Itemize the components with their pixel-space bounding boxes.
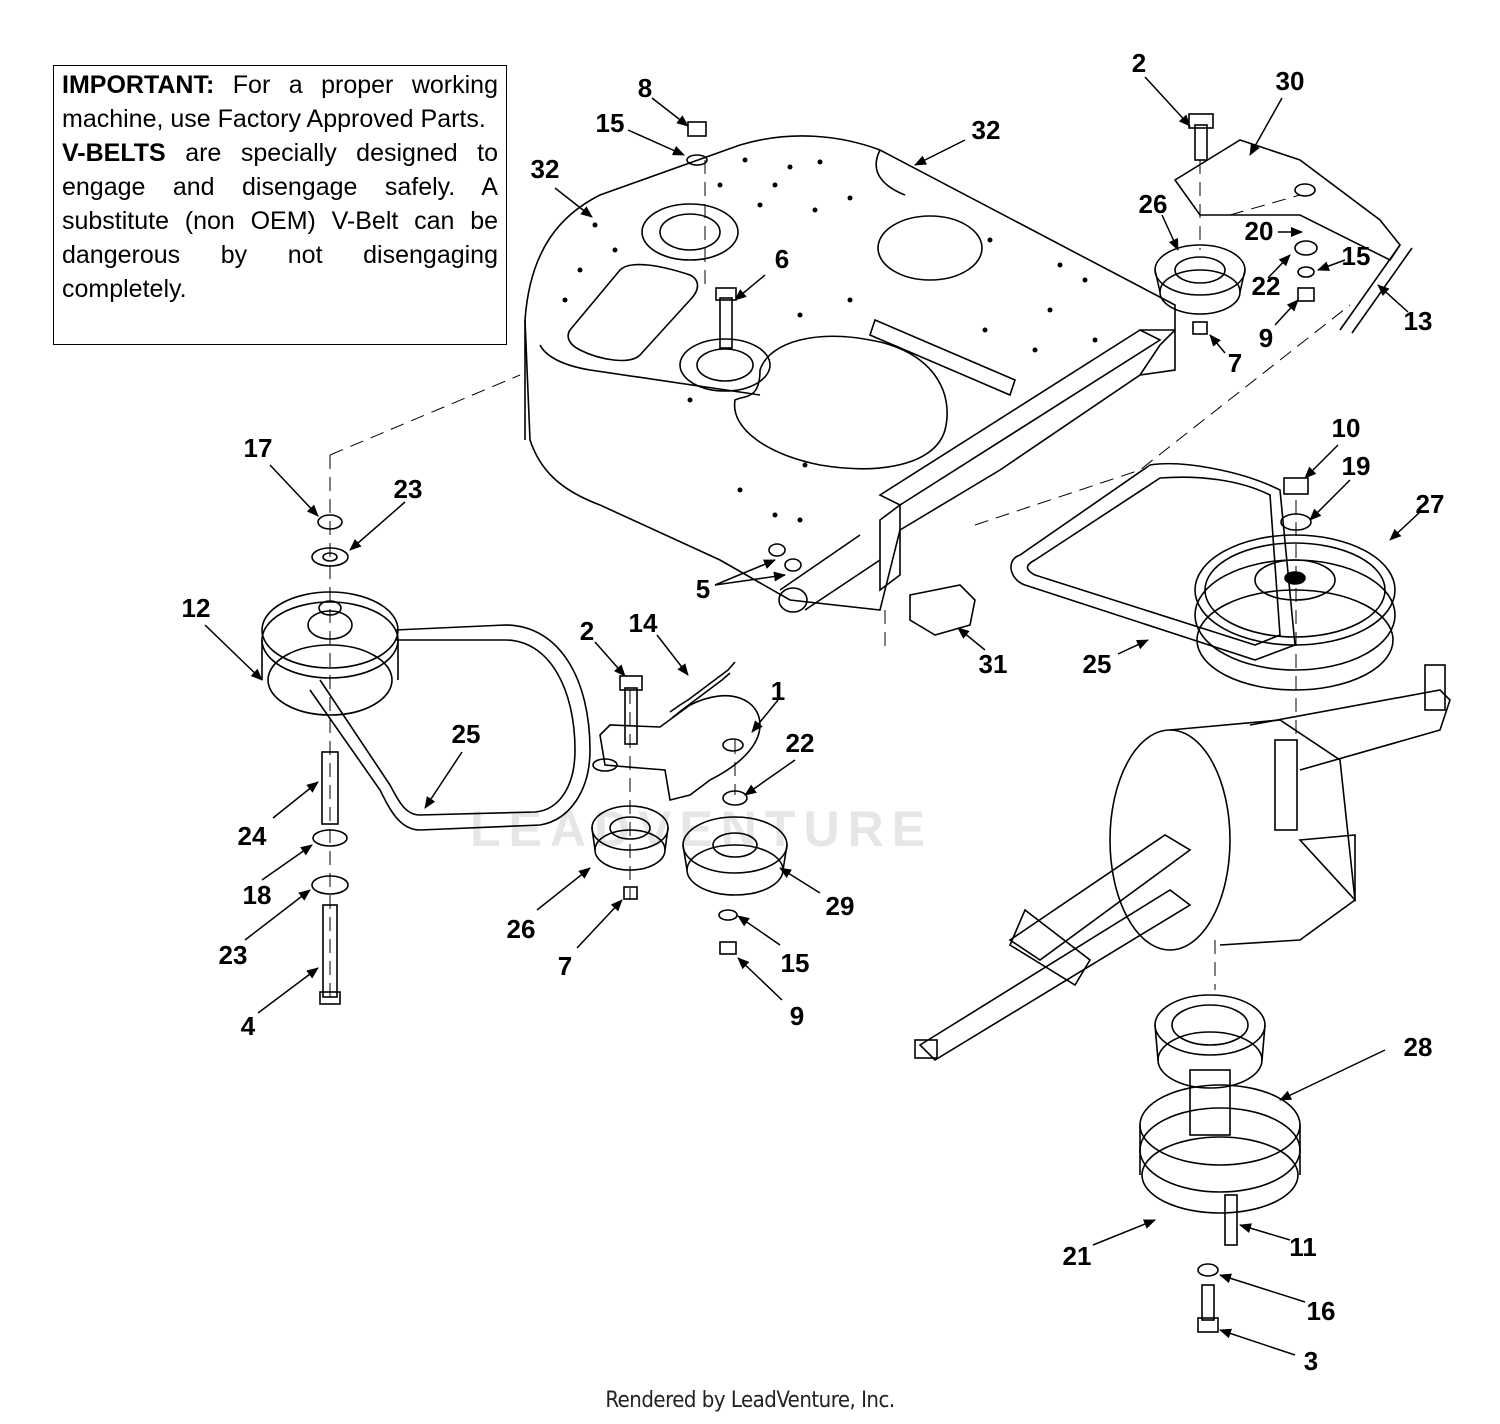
pulley-27 (1194, 477, 1396, 691)
bracket-31 (909, 584, 976, 636)
transaxle (914, 664, 1451, 1062)
deck-holes (562, 157, 1098, 523)
callout-25-left: 25 (452, 719, 481, 749)
callout-22-idler: 22 (786, 728, 815, 758)
leader-lines (204, 76, 1421, 1356)
callout-29: 29 (826, 891, 855, 921)
callout-15-top: 15 (596, 108, 625, 138)
assembly-lines (329, 160, 1351, 1000)
callout-3: 3 (1304, 1346, 1318, 1376)
callout-1: 1 (771, 676, 785, 706)
callout-23-bottom: 23 (219, 940, 248, 970)
callout-25-right: 25 (1083, 649, 1112, 679)
callout-7-lower: 7 (558, 951, 572, 981)
pulley-28 (1139, 994, 1301, 1333)
spring-14 (669, 661, 736, 719)
callout-30: 30 (1276, 66, 1305, 96)
callout-15-bracket: 15 (1342, 241, 1371, 271)
callout-26-upper: 26 (1139, 189, 1168, 219)
callout-18: 18 (243, 880, 272, 910)
screws-5 (768, 543, 802, 572)
bracket-30 (1173, 113, 1401, 262)
callout-31: 31 (979, 649, 1008, 679)
callout-9-upper: 9 (1259, 323, 1273, 353)
callout-21: 21 (1063, 1241, 1092, 1271)
callout-27: 27 (1416, 489, 1445, 519)
nut-8-washer-15 (686, 121, 708, 166)
callout-16: 16 (1307, 1296, 1336, 1326)
callout-24: 24 (238, 821, 267, 851)
callout-22-bracket: 22 (1252, 271, 1281, 301)
vbelts-label: V-BELTS (62, 139, 166, 167)
vbelts-text: are specially designed to engage and dis… (62, 139, 498, 303)
deck-frame (524, 135, 1176, 613)
callout-17: 17 (244, 433, 273, 463)
callout-20: 20 (1245, 216, 1274, 246)
callout-13: 13 (1404, 306, 1433, 336)
callout-32-left: 32 (531, 154, 560, 184)
belt-25-right (1010, 462, 1296, 661)
important-text: For a proper working machine, use Factor… (62, 71, 498, 133)
callout-5: 5 (696, 574, 710, 604)
callout-2-bracket: 2 (1132, 48, 1146, 78)
hardware-20-22-15-9 (1294, 240, 1318, 302)
callout-15-idler: 15 (781, 948, 810, 978)
footer-credit: Rendered by LeadVenture, Inc. (605, 1388, 895, 1413)
callout-14: 14 (629, 608, 658, 638)
callout-6: 6 (775, 244, 789, 274)
important-notice: IMPORTANT: For a proper working machine,… (53, 65, 507, 345)
callout-9-lower: 9 (790, 1001, 804, 1031)
callout-32-right: 32 (972, 115, 1001, 145)
callout-4: 4 (241, 1011, 256, 1041)
callout-26-lower: 26 (507, 914, 536, 944)
pulley-26-upper (1154, 244, 1246, 335)
callout-10: 10 (1332, 413, 1361, 443)
callout-19: 19 (1342, 451, 1371, 481)
callout-11: 11 (1289, 1232, 1317, 1262)
callout-23-top: 23 (394, 474, 423, 504)
belt-25-left (309, 624, 591, 831)
pulley-29 (682, 790, 788, 955)
callout-12: 12 (182, 593, 211, 623)
important-label: IMPORTANT: (62, 71, 215, 99)
bolt-2-idler (619, 675, 643, 745)
callout-8: 8 (638, 73, 652, 103)
callout-28: 28 (1404, 1032, 1433, 1062)
callout-2-idler: 2 (580, 616, 594, 646)
callout-7-upper: 7 (1228, 348, 1242, 378)
